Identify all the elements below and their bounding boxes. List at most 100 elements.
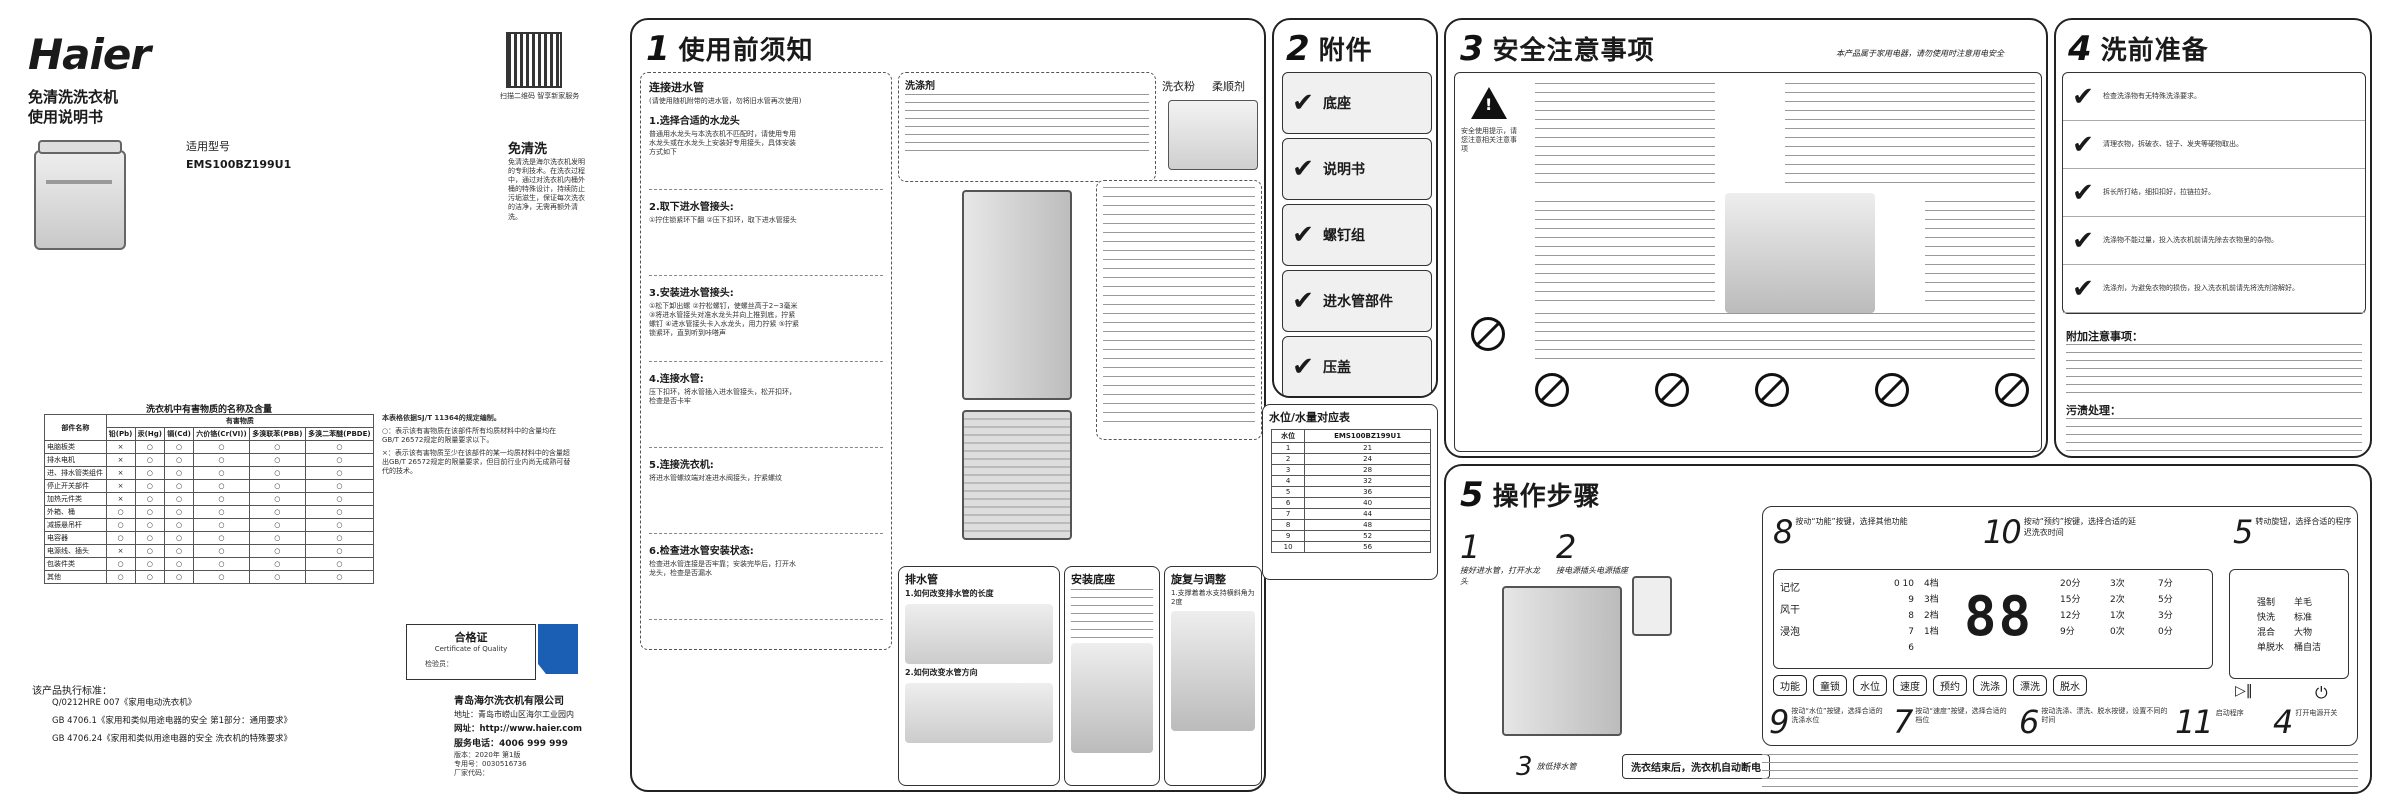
op-step-9-text: 按动“水位”按键，选择合适的洗涤水位 bbox=[1791, 707, 1883, 725]
panel2-number: 2 bbox=[1286, 28, 1311, 69]
control-button[interactable]: 洗涤 bbox=[1973, 675, 2007, 696]
hazard-cell: ○ bbox=[304, 570, 375, 584]
install-step-title: 1.选择合适的水龙头 bbox=[649, 116, 740, 128]
install-step-title: 5.连接洗衣机: bbox=[649, 460, 714, 472]
company-name: 青岛海尔洗衣机有限公司 bbox=[454, 696, 564, 707]
hazard-cell: ○ bbox=[164, 570, 194, 584]
panel-safety: 3 安全注意事项 本产品属于家用电器，请勿使用时注意用电安全 ! 安全使用提示，… bbox=[1444, 18, 2048, 458]
op-step-10-num: 10 bbox=[1983, 513, 2022, 551]
control-button[interactable]: 速度 bbox=[1893, 675, 1927, 696]
install-step-text: ①拧住锁紧环下翻 ②压下扣环，取下进水管接头 bbox=[649, 216, 797, 225]
power-icon[interactable]: ⏻ bbox=[2315, 683, 2328, 702]
control-button[interactable]: 童锁 bbox=[1813, 675, 1847, 696]
program-list: 强制羊毛快洗标准混合大物单脱水桶自洁 bbox=[2257, 595, 2321, 653]
accessory-item: ✔进水管部件 bbox=[1282, 270, 1432, 332]
program-dial[interactable]: 强制羊毛快洗标准混合大物单脱水桶自洁 bbox=[2229, 569, 2349, 679]
speed-level-label: 2档 bbox=[1924, 611, 1939, 621]
hazard-cell: ○ bbox=[304, 518, 375, 532]
safety-lines-1 bbox=[1535, 83, 1715, 183]
hazard-row: 停止开关部件×○○○○○ bbox=[44, 479, 375, 493]
control-button[interactable]: 脱水 bbox=[2053, 675, 2087, 696]
install-step: 2.取下进水管接头: ①拧住锁紧环下翻 ②压下扣环，取下进水管接头 bbox=[649, 198, 883, 277]
prep-item-text: 洗涤物不能过量，投入洗衣机前请先除去衣物里的杂物。 bbox=[2103, 235, 2278, 244]
washer-back-diagram bbox=[962, 410, 1072, 540]
install-step: 4.连接水管:压下扣环，将水管插入进水管接头，松开扣环，检查是否卡牢 bbox=[649, 370, 883, 449]
op-step-4: 4 打开电源开关 bbox=[2273, 703, 2357, 741]
op-step-1-num: 1 bbox=[1460, 528, 1480, 566]
install-step-text: ①松下卸出螺 ②拧松螺钉，使螺丝高于2~3毫米 ③将进水管接头对准水龙头并向上推… bbox=[649, 302, 800, 338]
hazard-cell: 外箱、桶 bbox=[44, 505, 107, 519]
op-step-11-num: 11 bbox=[2175, 703, 2214, 741]
qr-caption: 扫描二维码 智享新家服务 bbox=[500, 92, 580, 100]
hazard-cell: ○ bbox=[134, 440, 166, 454]
hazard-cell: ○ bbox=[164, 492, 194, 506]
control-button[interactable]: 漂洗 bbox=[2013, 675, 2047, 696]
control-button[interactable]: 水位 bbox=[1853, 675, 1887, 696]
prohibit-icon-6 bbox=[1995, 373, 2029, 407]
detergent-fill-lines bbox=[905, 94, 1149, 154]
hazard-cell: × bbox=[105, 544, 136, 558]
connect-title: 连接进水管 bbox=[649, 81, 704, 94]
cover-section: Haier 免清洗洗衣机 使用说明书 扫描二维码 智享新家服务 适用型号 EMS… bbox=[0, 0, 620, 808]
panel-accessories: 2 附件 ✔底座✔说明书✔螺钉组✔进水管部件✔压盖 bbox=[1272, 18, 1438, 398]
hazard-cell: ○ bbox=[192, 466, 250, 480]
stain-title: 污渍处理： bbox=[2066, 404, 2121, 417]
control-button[interactable]: 预约 bbox=[1933, 675, 1967, 696]
panel-operation: 5 操作步骤 1 接好进水管，打开水龙头 2 接电源插头电源插座 3 放低排水管… bbox=[1444, 464, 2372, 794]
hazard-cell: ○ bbox=[134, 466, 166, 480]
hazard-cell: ○ bbox=[164, 466, 194, 480]
accessory-label: 螺钉组 bbox=[1323, 228, 1365, 244]
connect-water-box: 连接进水管 (请使用随机附带的进水管，勿将旧水管再次使用) 1.选择合适的水龙头… bbox=[640, 72, 892, 650]
program-option: 桶自洁 bbox=[2294, 643, 2322, 653]
accessory-item: ✔说明书 bbox=[1282, 138, 1432, 200]
hazard-cell: ○ bbox=[164, 544, 194, 558]
hazard-row: 加热元件类×○○○○○ bbox=[44, 492, 375, 506]
control-button[interactable]: 功能 bbox=[1773, 675, 1807, 696]
hazard-header-cell: 汞(Hg) bbox=[134, 427, 166, 441]
safety-lines-3 bbox=[1535, 201, 1715, 301]
panel1-number: 1 bbox=[646, 28, 671, 69]
hazard-note-title: 本表格依据SJ/T 11364的规定编制。 bbox=[382, 414, 501, 422]
hazard-cell: ○ bbox=[248, 557, 306, 571]
op-step-6: 6 按动洗涤、漂洗、脱水按键，设置不同的时间 bbox=[2019, 703, 2169, 741]
level-cell: 32 bbox=[1304, 475, 1431, 487]
level-cell: 48 bbox=[1304, 519, 1431, 531]
spin-time-label: 5分 bbox=[2158, 595, 2173, 605]
hazard-cell: ○ bbox=[304, 492, 375, 506]
feature-text: 免清洗是海尔洗衣机发明的专利技术。在洗衣过程中，通过对洗衣机内桶外桶的特殊设计，… bbox=[508, 158, 585, 221]
hazard-cell: ○ bbox=[248, 518, 306, 532]
qr-code[interactable] bbox=[506, 32, 562, 88]
hazard-cell: ○ bbox=[192, 479, 250, 493]
prep-item-text: 拆长所打结，细扣扣好，拉链拉好。 bbox=[2103, 187, 2215, 196]
hazard-row: 其他○○○○○○ bbox=[44, 570, 375, 584]
op-washer-illustration bbox=[1502, 586, 1622, 736]
company-version: 版本：2020年 第1版 bbox=[454, 751, 521, 759]
hazard-col-part: 部件名称 bbox=[44, 414, 107, 441]
start-icon[interactable]: ▷‖ bbox=[2235, 683, 2253, 699]
spin-time-label: 7分 bbox=[2158, 579, 2173, 589]
status-icon-label: 风干 bbox=[1780, 605, 1800, 616]
status-icon-label: 记忆 bbox=[1780, 583, 1800, 594]
op-step-5-text: 转动旋钮，选择合适的程序 bbox=[2255, 517, 2352, 526]
panel5-header: 5 操作步骤 bbox=[1460, 476, 1601, 513]
program-option: 羊毛 bbox=[2294, 598, 2313, 608]
washer-illustration bbox=[34, 140, 134, 260]
company-website[interactable]: 网址：http://www.haier.com bbox=[454, 724, 583, 734]
hazard-cell: × bbox=[105, 440, 136, 454]
install-step: 1.选择合适的水龙头普通用水龙头与本洗衣机不匹配时，请使用专用水龙头或在水龙头上… bbox=[649, 112, 883, 191]
hazard-cell: ○ bbox=[304, 505, 375, 519]
water-level-label: 9 bbox=[1908, 595, 1914, 605]
hazard-cell: 减振悬吊杆 bbox=[44, 518, 107, 532]
hazard-row: 外箱、桶○○○○○○ bbox=[44, 505, 375, 519]
standards-title: 该产品执行标准： bbox=[32, 686, 112, 697]
speed-level-label: 4档 bbox=[1924, 579, 1939, 589]
install-base-box: 安装底座 bbox=[1064, 566, 1160, 786]
install-step-title: 2.取下进水管接头: bbox=[649, 202, 734, 214]
hazard-cell: ○ bbox=[304, 440, 375, 454]
op-step-7-num: 7 bbox=[1893, 703, 1913, 741]
prep-item: ✔洗涤剂，为避免衣物的损伤，投入洗衣机前请先将洗剂溶解好。 bbox=[2063, 265, 2365, 313]
company-block: 青岛海尔洗衣机有限公司 地址：青岛市崂山区海尔工业园内 网址：http://ww… bbox=[454, 692, 614, 778]
